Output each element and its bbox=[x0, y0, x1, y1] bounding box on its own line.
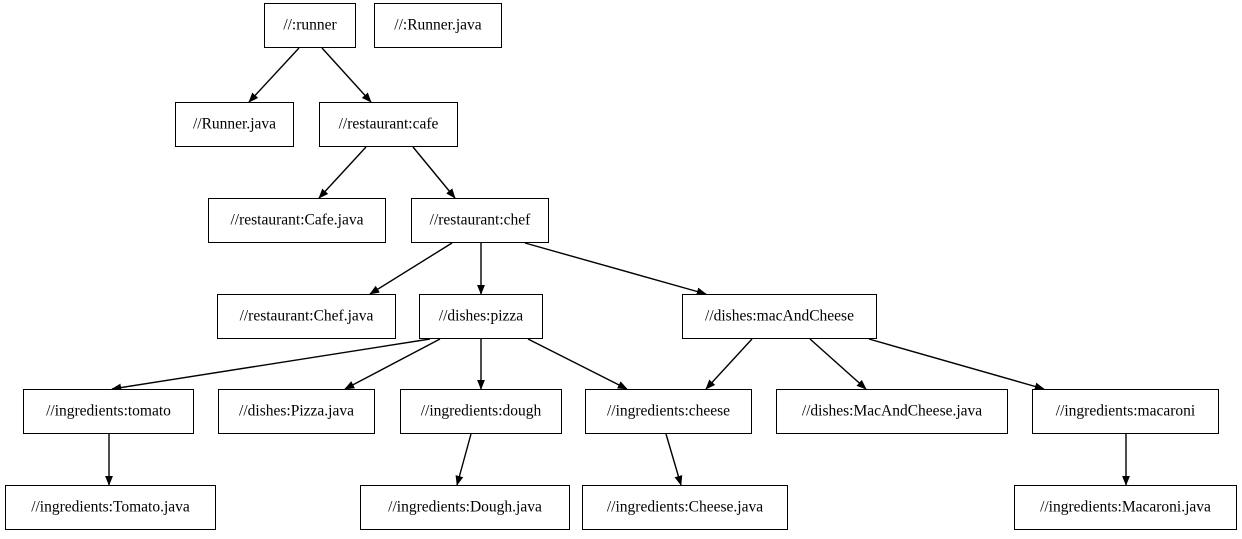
node-label: //restaurant:chef bbox=[429, 211, 531, 229]
node-label: //ingredients:macaroni bbox=[1055, 402, 1196, 420]
graph-node-ing_cheese[interactable]: //ingredients:cheese bbox=[585, 389, 752, 434]
node-label: //ingredients:cheese bbox=[606, 402, 731, 420]
node-label: //dishes:Pizza.java bbox=[239, 402, 354, 420]
node-label: //:runner bbox=[283, 16, 337, 34]
graph-node-dishes_pizza[interactable]: //dishes:pizza bbox=[419, 294, 543, 339]
graph-node-ing_tomato[interactable]: //ingredients:tomato bbox=[23, 389, 194, 434]
graph-node-ing_cheesejava[interactable]: //ingredients:Cheese.java bbox=[582, 485, 788, 530]
graph-node-restaurant_chefjava[interactable]: //restaurant:Chef.java bbox=[217, 294, 396, 339]
node-label: //ingredients:dough bbox=[420, 402, 542, 420]
graph-node-restaurant_cafejava[interactable]: //restaurant:Cafe.java bbox=[208, 198, 386, 243]
graph-node-dishes_pizzajava[interactable]: //dishes:Pizza.java bbox=[218, 389, 375, 434]
node-label: //dishes:pizza bbox=[438, 307, 524, 325]
node-label: //ingredients:tomato bbox=[46, 402, 171, 420]
graph-node-restaurant_cafe[interactable]: //restaurant:cafe bbox=[319, 102, 458, 147]
graph-node-runner[interactable]: //:runner bbox=[264, 3, 356, 48]
graph-node-runner_java_root[interactable]: //:Runner.java bbox=[374, 3, 502, 48]
graph-node-restaurant_chef[interactable]: //restaurant:chef bbox=[411, 198, 549, 243]
node-label: //dishes:macAndCheese bbox=[705, 307, 854, 325]
node-label: //restaurant:Cafe.java bbox=[230, 211, 364, 229]
graph-node-runner_java[interactable]: //Runner.java bbox=[175, 102, 294, 147]
graph-node-ing_tomatojava[interactable]: //ingredients:Tomato.java bbox=[5, 485, 216, 530]
node-label: //ingredients:Tomato.java bbox=[31, 498, 190, 516]
node-label: //Runner.java bbox=[192, 115, 277, 133]
node-label: //restaurant:cafe bbox=[338, 115, 439, 133]
node-label: //:Runner.java bbox=[394, 16, 482, 34]
node-label: //ingredients:Macaroni.java bbox=[1040, 498, 1211, 516]
graph-node-ing_doughjava[interactable]: //ingredients:Dough.java bbox=[360, 485, 570, 530]
graph-node-ing_macaroni[interactable]: //ingredients:macaroni bbox=[1032, 389, 1219, 434]
node-label: //dishes:MacAndCheese.java bbox=[801, 402, 983, 420]
graph-node-ing_macaronijava[interactable]: //ingredients:Macaroni.java bbox=[1014, 485, 1237, 530]
graph-node-dishes_macjava[interactable]: //dishes:MacAndCheese.java bbox=[776, 389, 1008, 434]
graph-node-dishes_macandcheese[interactable]: //dishes:macAndCheese bbox=[682, 294, 877, 339]
node-label: //restaurant:Chef.java bbox=[239, 307, 374, 325]
node-label: //ingredients:Dough.java bbox=[388, 498, 542, 516]
node-label: //ingredients:Cheese.java bbox=[606, 498, 764, 516]
graph-node-ing_dough[interactable]: //ingredients:dough bbox=[400, 389, 562, 434]
